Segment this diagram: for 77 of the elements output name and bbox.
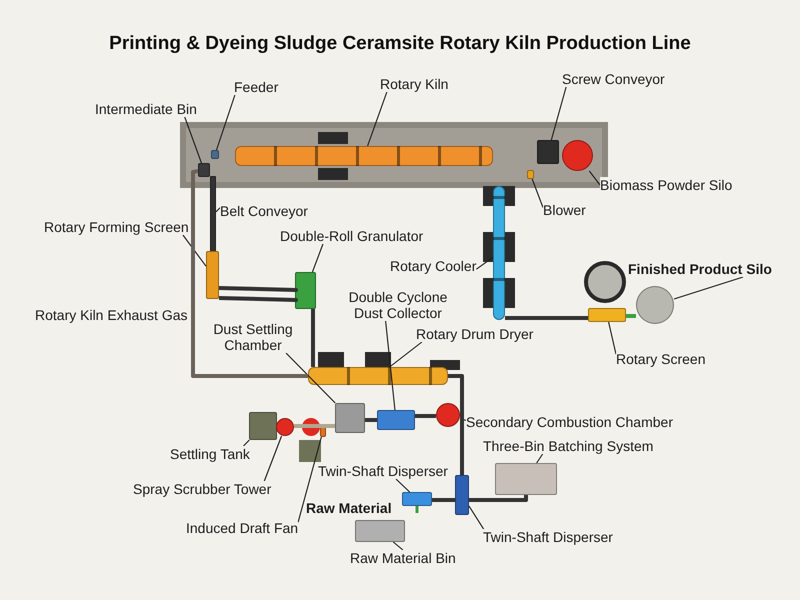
equipment-label: Spray Scrubber Tower (133, 481, 272, 497)
equipment-label: Rotary Screen (616, 351, 706, 367)
equipment-label: Twin-Shaft Disperser (318, 463, 448, 479)
equipment-label: Three-Bin Batching System (483, 438, 654, 454)
leader-line (476, 256, 494, 270)
equipment-label: Settling Tank (170, 446, 250, 462)
disperser-unit (455, 475, 469, 515)
leader-line (243, 440, 250, 446)
conveyor-belt (210, 176, 216, 254)
equipment-label: Feeder (234, 79, 278, 95)
conveyor-pipe (217, 286, 298, 292)
leader-line (550, 86, 567, 140)
equipment-label: Rotary Cooler (390, 258, 476, 274)
conveyor-pipe (292, 424, 337, 428)
feeder-unit (211, 150, 219, 159)
conveyor-pipe (217, 296, 298, 302)
leader-line (588, 170, 600, 186)
conveyor-pipe (413, 414, 438, 418)
dryer-cylinder (308, 367, 448, 385)
bin-top (355, 520, 405, 542)
blower-unit (527, 170, 534, 179)
label-text: Rotary Kiln Exhaust Gas (35, 307, 188, 323)
leader-line (184, 116, 202, 164)
screw-conveyor-unit (537, 140, 559, 164)
equipment-label: Screw Conveyor (562, 71, 665, 87)
conveyor-pipe (311, 307, 315, 369)
batching-bins (495, 463, 557, 495)
equipment-label: Finished Product Silo (628, 261, 772, 277)
equipment-label: Double-Roll Granulator (280, 228, 424, 244)
scrubber-tower-top (276, 418, 294, 436)
cooler-cylinder (493, 186, 505, 320)
screen-drum (588, 308, 626, 322)
label-text: Raw Material (306, 500, 392, 516)
equipment-label: Rotary Drum Dryer (416, 326, 534, 342)
conveyor-pipe (363, 418, 379, 422)
equipment-label: Blower (543, 202, 586, 218)
disperser-unit (402, 492, 432, 506)
equipment-label: Twin-Shaft Disperser (483, 529, 613, 545)
conveyor-pipe (430, 498, 457, 502)
screen-drum (206, 251, 219, 299)
settling-chamber (335, 403, 365, 433)
leader-line (536, 454, 544, 464)
granulator-unit (295, 272, 316, 309)
cyclone-unit (377, 410, 415, 430)
leader-line (298, 436, 322, 523)
equipment-label: Induced Draft Fan (186, 520, 298, 536)
equipment-label: Biomass Powder Silo (600, 177, 732, 193)
tank-top (249, 412, 277, 440)
equipment-label: Intermediate Bin (95, 101, 197, 117)
conveyor-pipe (467, 493, 528, 502)
leader-line (286, 352, 336, 404)
combustion-chamber-top (436, 403, 460, 427)
leader-line (216, 94, 236, 150)
leader-line (608, 322, 617, 354)
diagram-title: Printing & Dyeing Sludge Ceramsite Rotary Kiln Production Line (108, 33, 692, 55)
silo-top (636, 286, 674, 324)
leader-line (396, 478, 410, 492)
leader-line (385, 320, 396, 410)
equipment-label: Secondary Combustion Chamber (466, 414, 673, 430)
equipment-label: Rotary Kiln (380, 76, 448, 92)
conveyor-pipe (191, 169, 308, 378)
equipment-label: Rotary Forming Screen (44, 219, 189, 235)
conveyor-pipe (624, 314, 638, 318)
leader-line (389, 342, 422, 368)
leader-line (216, 207, 220, 212)
equipment-label: Raw Material Bin (350, 550, 456, 566)
leader-line (182, 234, 206, 267)
kiln-cylinder (235, 146, 493, 166)
leader-line (674, 276, 744, 300)
leader-line (264, 436, 282, 482)
hopper (198, 163, 210, 177)
conveyor-pipe (503, 316, 590, 320)
leader-line (392, 542, 404, 550)
leader-line (367, 92, 388, 146)
equipment-label: Belt Conveyor (220, 203, 308, 219)
conveyor-pipe (446, 374, 464, 477)
leader-line (312, 244, 324, 272)
